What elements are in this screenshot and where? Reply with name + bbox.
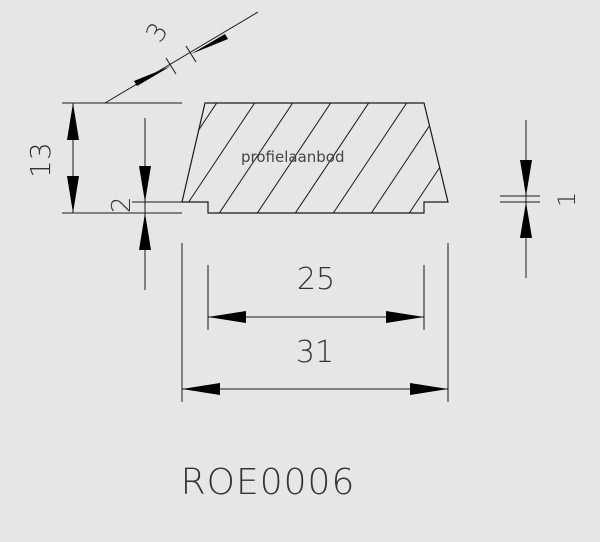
step-right-label: 1 [553, 192, 581, 207]
profile-code: ROE0006 [181, 462, 356, 503]
total-width-dimension: 31 [181, 243, 449, 402]
height-label: 13 [24, 142, 57, 178]
chamfer-arrow-upper [191, 34, 228, 54]
chamfer-dimension: 3 [62, 11, 259, 104]
step-left-label: 2 [107, 196, 137, 213]
inner-width-arrow-right [386, 311, 424, 323]
total-width-arrow-right [410, 383, 448, 395]
height-arrow-bottom [67, 176, 79, 213]
step-left-arrow-bottom [139, 213, 151, 250]
watermark-text: profielaanbod [241, 148, 345, 166]
inner-width-arrow-left [208, 311, 246, 323]
step-left-arrow-top [139, 166, 151, 202]
chamfer-arrow-lower [134, 66, 171, 86]
chamfer-label: 3 [140, 18, 174, 48]
step-right-arrow-top [520, 160, 532, 196]
inner-width-dimension: 25 [207, 262, 425, 330]
inner-width-label: 25 [297, 262, 335, 297]
total-width-label: 31 [296, 335, 334, 370]
height-dimension: 13 [24, 103, 182, 214]
step-right-arrow-bottom [520, 202, 532, 238]
height-arrow-top [67, 103, 79, 140]
step-left-dimension: 2 [107, 118, 182, 290]
profile-hatching [182, 103, 448, 213]
total-width-arrow-left [182, 383, 220, 395]
step-right-dimension: 1 [500, 120, 581, 278]
